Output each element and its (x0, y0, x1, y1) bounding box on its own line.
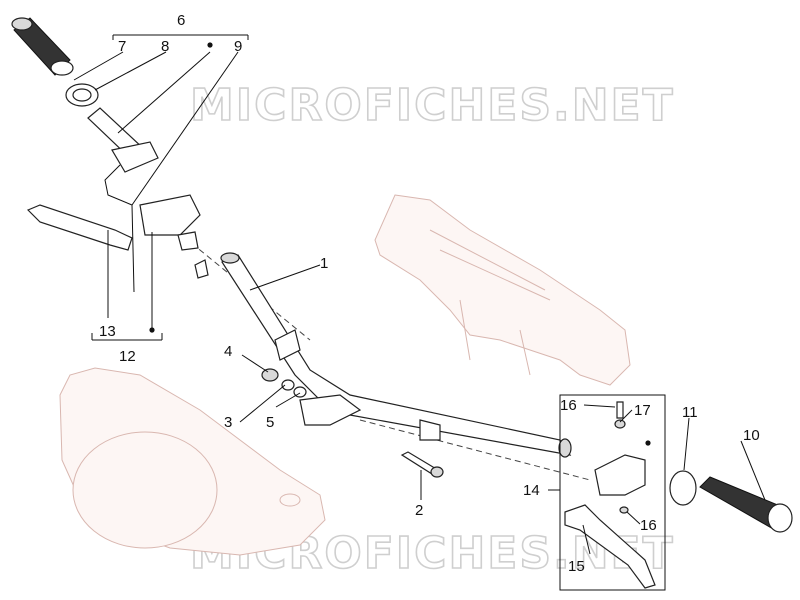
callout-17: 17 (634, 402, 651, 419)
part-14-group-frame (559, 394, 666, 591)
callout-12: 12 (119, 348, 136, 365)
right-grip-ring (669, 470, 697, 506)
callout-16-bottom: 16 (640, 517, 657, 534)
callout-13: 13 (99, 323, 116, 340)
reference-dot (645, 440, 651, 446)
right-brake-lever (564, 504, 656, 589)
callout-1: 1 (320, 255, 328, 272)
spring (614, 419, 626, 429)
callout-4: 4 (224, 343, 232, 360)
callout-9: 9 (234, 38, 242, 55)
washer-a (281, 379, 295, 391)
screw (616, 401, 624, 419)
right-grip (699, 476, 793, 533)
callout-16-top: 16 (560, 397, 577, 414)
callout-15: 15 (568, 558, 585, 575)
leader-lines (73, 34, 766, 555)
callout-14: 14 (523, 482, 540, 499)
callout-2: 2 (415, 502, 423, 519)
front-handlebar-cover-outline (59, 367, 326, 556)
left-grip (11, 17, 74, 76)
left-brake-lever (26, 204, 133, 251)
nut (261, 368, 279, 382)
bolt (400, 451, 444, 478)
rear-handlebar-cover-outline (374, 194, 631, 386)
small-washer (619, 506, 629, 514)
callout-10: 10 (743, 427, 760, 444)
right-lever-bracket (594, 454, 646, 496)
callout-7: 7 (118, 38, 126, 55)
handlebar-tube (220, 252, 572, 458)
left-master-cylinder (139, 194, 209, 279)
callout-8: 8 (161, 38, 169, 55)
callout-11: 11 (682, 404, 698, 421)
reference-dot (149, 327, 155, 333)
callout-5: 5 (266, 414, 274, 431)
reference-dot (207, 42, 213, 48)
callout-6: 6 (177, 12, 185, 29)
watermark-top: MICROFICHES.NET (190, 80, 675, 131)
left-grip-ring (65, 83, 99, 107)
callout-3: 3 (224, 414, 232, 431)
throttle-tube (87, 107, 159, 293)
